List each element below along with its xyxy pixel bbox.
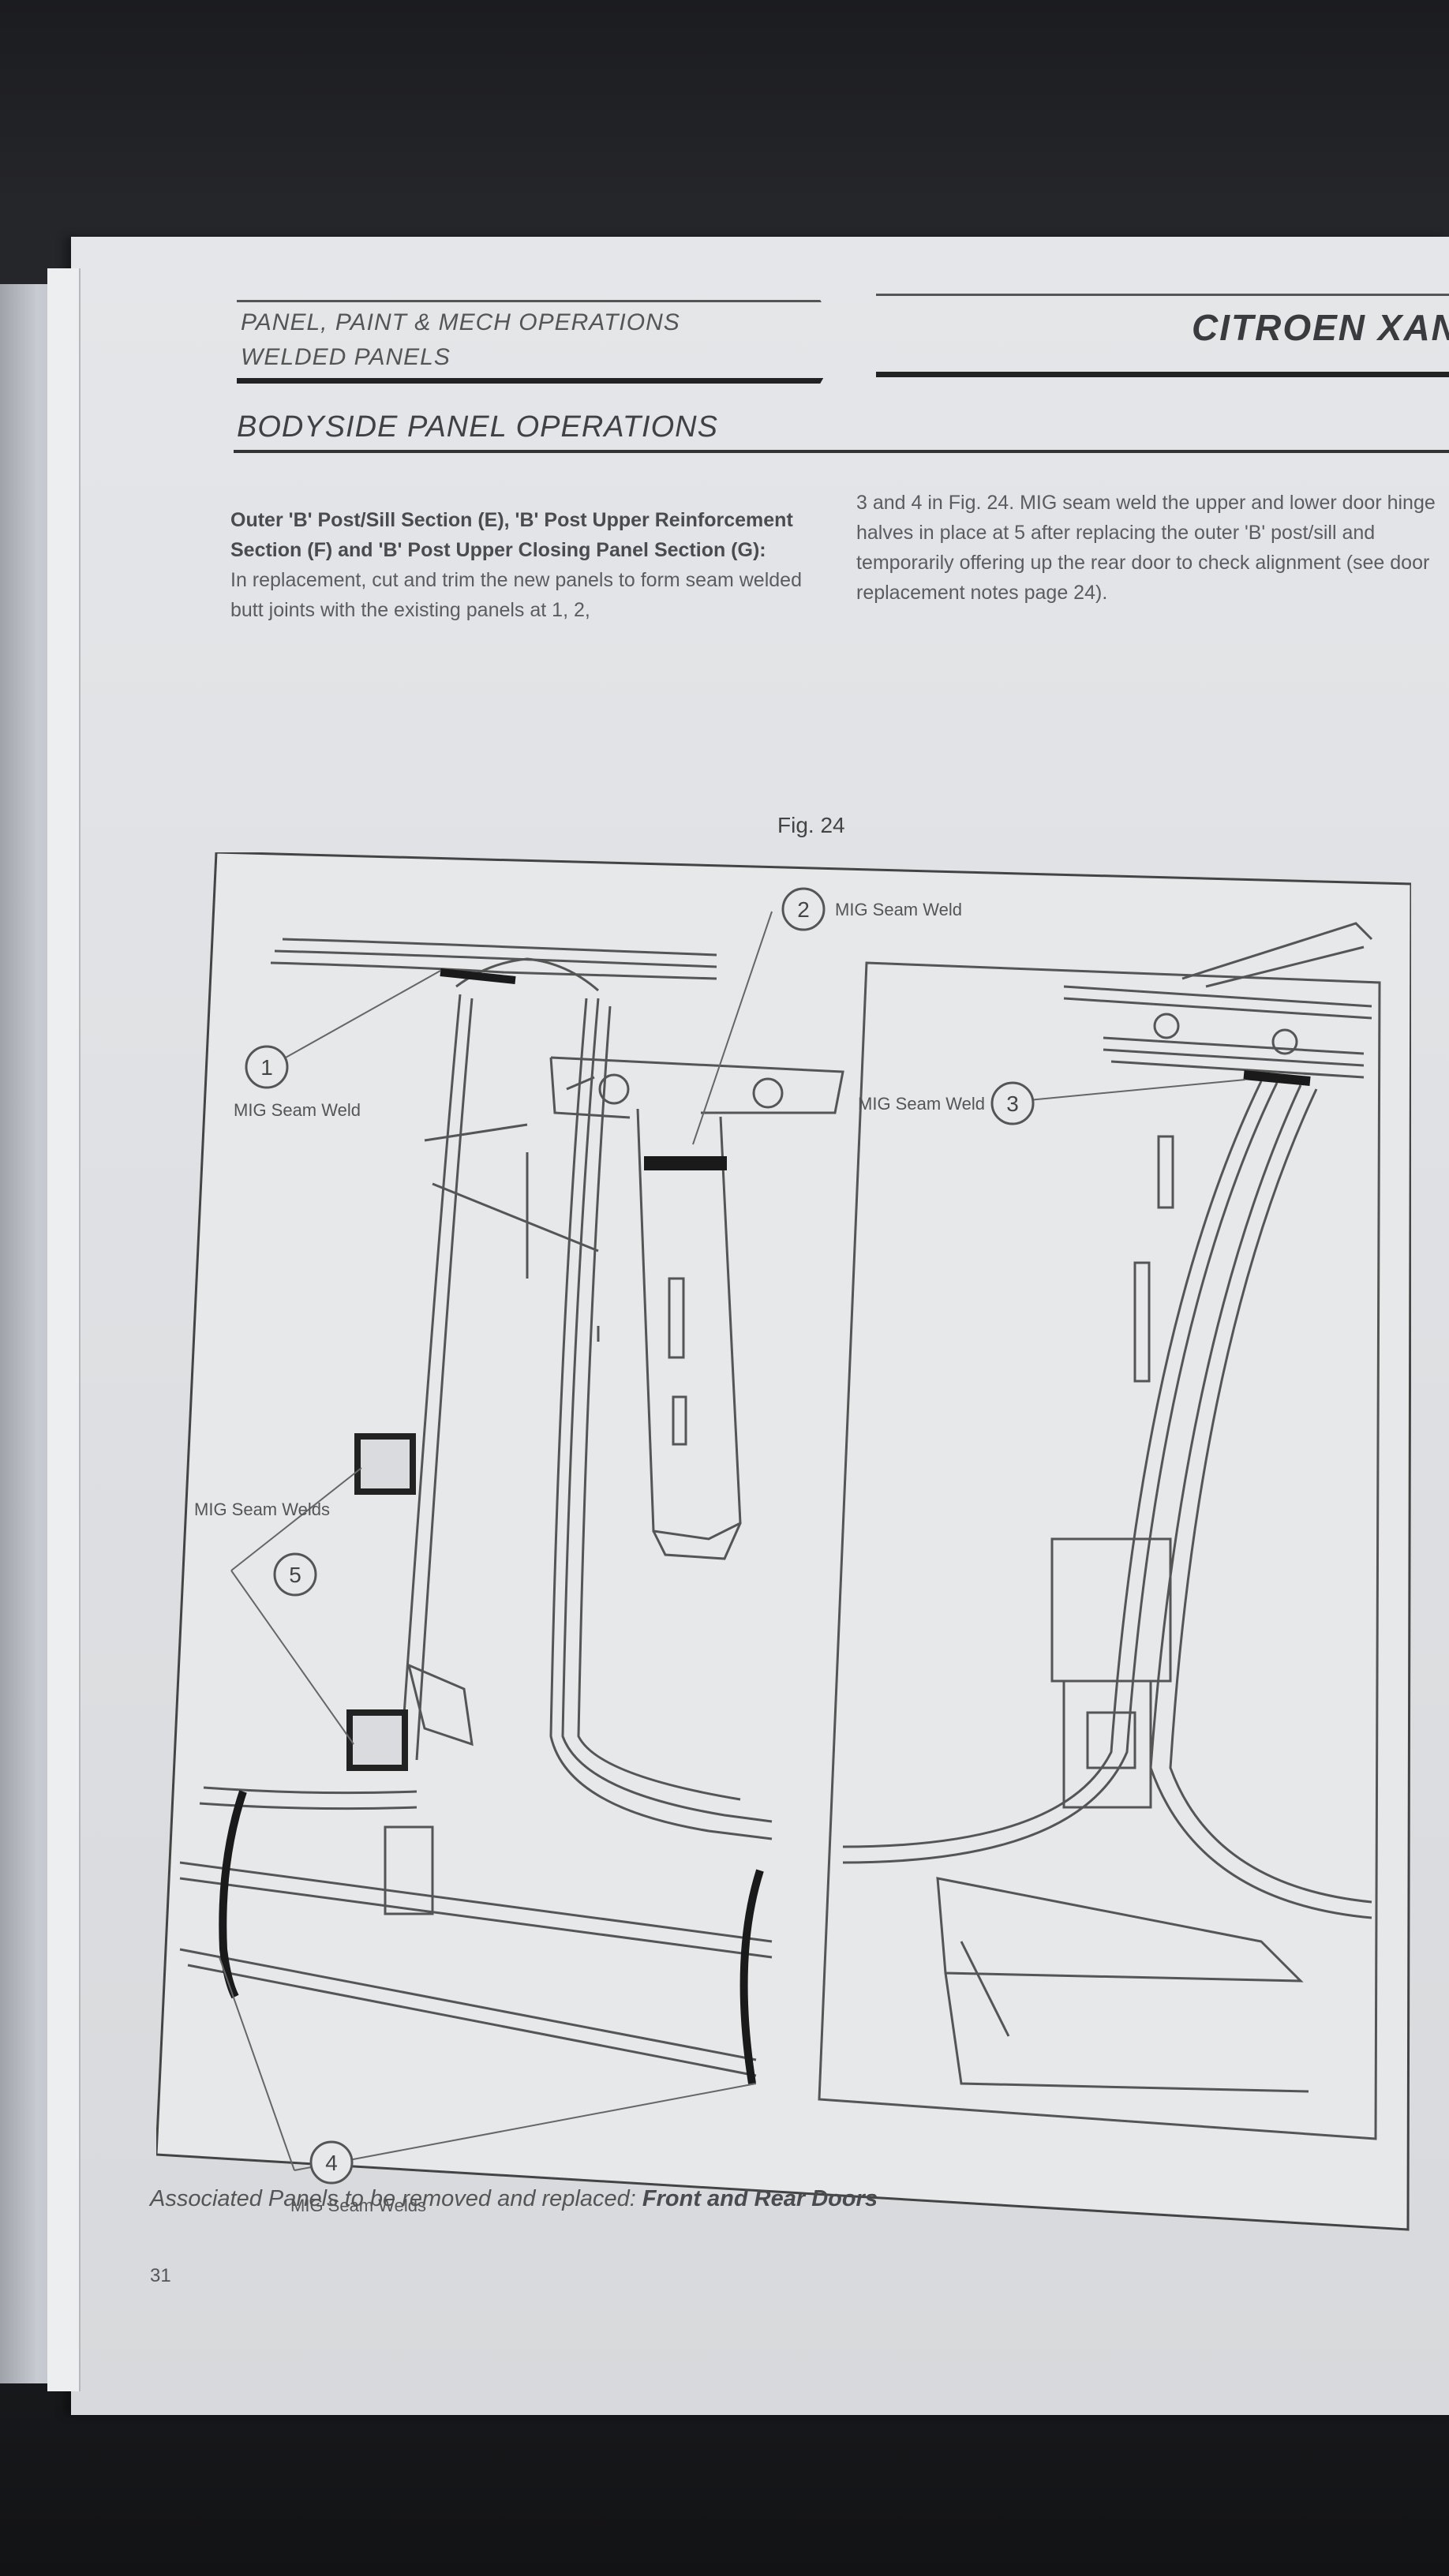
caption-prefix: Associated Panels to be removed and repl… <box>150 2186 636 2211</box>
header-banner-right <box>876 294 1449 377</box>
header-banner-left <box>237 300 844 384</box>
weld-marks-left <box>219 968 764 2084</box>
caption-panels: Front and Rear Doors <box>642 2186 878 2211</box>
intro-column-left: Outer 'B' Post/Sill Section (E), 'B' Pos… <box>230 505 838 625</box>
b-post-drawing <box>179 938 773 2077</box>
callout-3-label: MIG Seam Weld <box>858 1094 985 1114</box>
callout-1-number: 1 <box>260 1055 273 1080</box>
leader-lines <box>219 911 1246 2171</box>
callout-5-label: MIG Seam Welds <box>194 1500 330 1519</box>
section-title: BODYSIDE PANEL OPERATIONS <box>237 410 718 444</box>
callout-4-label: MIG Seam Welds <box>290 2196 426 2215</box>
page-number: 31 <box>150 2265 171 2286</box>
intro-paragraph-continued: 3 and 4 in Fig. 24. MIG seam weld the up… <box>856 492 1436 604</box>
header-brand: CITROEN XANTI <box>1192 307 1449 348</box>
intro-paragraph: In replacement, cut and trim the new pan… <box>230 569 802 621</box>
callout-3-number: 3 <box>1006 1091 1019 1116</box>
callout-5: 5 MIG Seam Welds <box>194 1500 330 1597</box>
page-edge <box>47 268 80 2391</box>
callout-2: 2 MIG Seam Weld <box>781 887 962 931</box>
callout-2-label: MIG Seam Weld <box>835 900 962 919</box>
figure-border <box>156 852 1411 2231</box>
callout-4-number: 4 <box>325 2151 338 2175</box>
figure-caption: Associated Panels to be removed and repl… <box>150 2186 878 2212</box>
callout-4: 4 MIG Seam Welds <box>290 2140 426 2215</box>
callout-5-number: 5 <box>289 1563 301 1587</box>
figure-title: Fig. 24 <box>777 813 845 837</box>
section-divider <box>234 450 1449 453</box>
figure-diagram: 1 MIG Seam Weld 2 MIG Seam Weld 3 MIG Se… <box>156 852 1411 2231</box>
header-category: PANEL, PAINT & MECH OPERATIONS <box>241 309 680 335</box>
callout-3: 3 MIG Seam Weld <box>858 1081 1035 1125</box>
intro-heading: Outer 'B' Post/Sill Section (E), 'B' Pos… <box>230 509 793 561</box>
header-subcategory: WELDED PANELS <box>241 344 451 370</box>
weld-mark-2 <box>644 1156 727 1170</box>
intro-column-right: 3 and 4 in Fig. 24. MIG seam weld the up… <box>856 488 1449 608</box>
inner-b-post-drawing <box>842 922 1373 2093</box>
callout-2-number: 2 <box>797 897 810 922</box>
weld-mark-3 <box>1243 1070 1311 1086</box>
reinforcement-drawing <box>526 1056 844 1560</box>
callout-1: 1 MIG Seam Weld <box>234 1045 361 1120</box>
inset-frame <box>818 961 1381 2140</box>
callout-1-label: MIG Seam Weld <box>234 1100 361 1120</box>
